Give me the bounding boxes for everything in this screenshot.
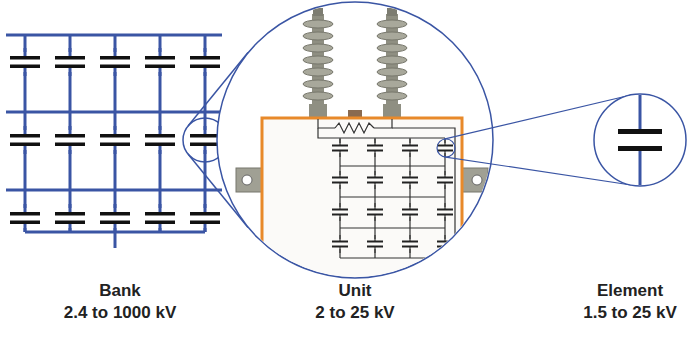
part-name: Element xyxy=(597,281,663,301)
part-name: Unit xyxy=(338,281,371,301)
part-name: Bank xyxy=(99,281,141,301)
voltage-range: 2 to 25 kV xyxy=(315,303,394,323)
voltage-range: 2.4 to 1000 kV xyxy=(64,303,176,323)
voltage-range: 1.5 to 25 kV xyxy=(583,303,677,323)
